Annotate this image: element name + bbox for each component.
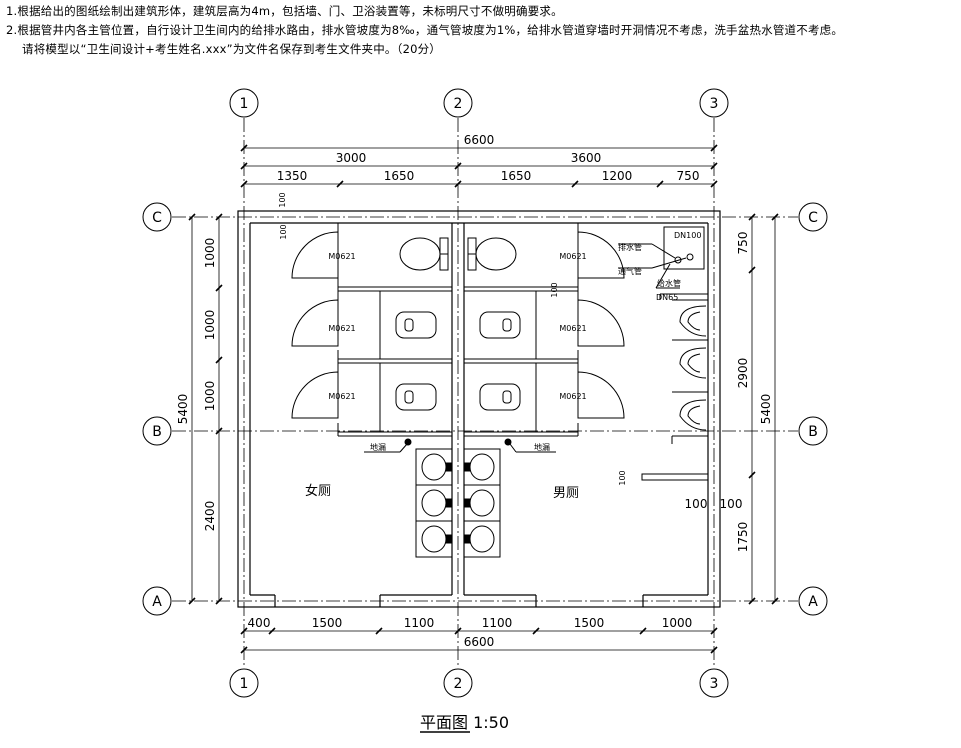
instruction-line-1: 1.根据给出的图纸绘制出建筑形体，建筑层高为4m，包括墙、门、卫浴装置等，未标明… <box>6 4 563 18</box>
floor-drain-label-left: 地漏 <box>370 442 386 452</box>
dimension-lines <box>188 144 779 654</box>
plan-labels: M0621 M0621 M0621 M0621 M0621 M0621 排水管 … <box>305 231 701 732</box>
dim-wall-screen: 100 <box>618 470 627 485</box>
dim-wall-screen-right: 100 <box>720 497 743 511</box>
instruction-line-3: 请将模型以“卫生间设计+考生姓名.xxx”为文件名保存到考生文件夹中。（20分） <box>22 42 442 56</box>
dim-top-right: 3600 <box>571 151 602 165</box>
dim-bottom-seg-1: 400 <box>248 616 271 630</box>
right-stalls <box>464 223 625 437</box>
axis-bubbles <box>142 88 828 698</box>
dim-right-seg-2: 2900 <box>736 358 750 389</box>
dim-left-total: 5400 <box>176 394 190 425</box>
dim-left-seg-3: 1000 <box>203 381 217 412</box>
floor-drain-label-right: 地漏 <box>534 442 550 452</box>
dim-top-seg-2: 1650 <box>384 169 415 183</box>
axis-label-1-top: 1 <box>240 96 249 112</box>
drain-pipe-label: 排水管 <box>618 242 642 252</box>
axis-label-3-bottom: 3 <box>710 676 719 692</box>
dimension-texts: 6600 3000 3600 1350 1650 1650 1200 750 4… <box>176 133 773 649</box>
dim-wall-top: 100 <box>278 192 287 207</box>
dim-wall-screen-left: 100 <box>685 497 708 511</box>
outer-walls <box>237 210 721 608</box>
dim-bottom-seg-6: 1000 <box>662 616 693 630</box>
door-label-right-1: M0621 <box>559 252 586 261</box>
door-label-right-2: M0621 <box>559 324 586 333</box>
vent-pipe-label: 通气管 <box>618 266 642 276</box>
door-label-left-3: M0621 <box>328 392 355 401</box>
dim-right-total: 5400 <box>759 394 773 425</box>
dim-top-seg-1: 1350 <box>277 169 308 183</box>
wash-basins <box>415 448 501 558</box>
dim-bottom-seg-3: 1100 <box>404 616 435 630</box>
axis-label-2-bottom: 2 <box>454 676 463 692</box>
dim-right-seg-1: 750 <box>736 232 750 255</box>
floor-drains <box>364 438 556 453</box>
door-label-left-2: M0621 <box>328 324 355 333</box>
dim-top-seg-4: 1200 <box>602 169 633 183</box>
axis-label-3-top: 3 <box>710 96 719 112</box>
dim-bottom-total: 6600 <box>464 635 495 649</box>
axis-label-c-right: C <box>808 210 818 226</box>
dim-bottom-seg-4: 1100 <box>482 616 513 630</box>
axis-grid-lines <box>172 118 798 668</box>
dim-top-seg-3: 1650 <box>501 169 532 183</box>
axis-label-2-top: 2 <box>454 96 463 112</box>
dim-top-left: 3000 <box>336 151 367 165</box>
dim-left-seg-2: 1000 <box>203 310 217 341</box>
door-label-left-1: M0621 <box>328 252 355 261</box>
dn65-label: DN65 <box>656 293 678 302</box>
supply-pipe-label: 给水管 <box>657 278 681 288</box>
dim-right-seg-3: 1750 <box>736 522 750 553</box>
axis-label-a-right: A <box>808 594 818 610</box>
toilets <box>395 237 521 411</box>
door-label-right-3: M0621 <box>559 392 586 401</box>
dim-left-seg-4: 2400 <box>203 501 217 532</box>
axis-labels: 1 2 3 1 2 3 C B A C B A <box>152 96 818 692</box>
dim-bottom-seg-5: 1500 <box>574 616 605 630</box>
women-room-label: 女厕 <box>305 483 331 499</box>
axis-label-1-bottom: 1 <box>240 676 249 692</box>
dim-top-seg-5: 750 <box>677 169 700 183</box>
axis-label-b-right: B <box>808 424 818 440</box>
axis-label-c-left: C <box>152 210 162 226</box>
dim-wall-stall: 100 <box>550 282 559 297</box>
instructions: 1.根据给出的图纸绘制出建筑形体，建筑层高为4m，包括墙、门、卫浴装置等，未标明… <box>6 2 843 59</box>
axis-label-b-left: B <box>152 424 162 440</box>
dim-top-total: 6600 <box>464 133 495 147</box>
axis-label-a-left: A <box>152 594 162 610</box>
urinals <box>641 293 709 481</box>
dim-bottom-seg-2: 1500 <box>312 616 343 630</box>
men-room-label: 男厕 <box>553 486 579 501</box>
dim-left-seg-1: 1000 <box>203 238 217 269</box>
dn100-label: DN100 <box>674 231 701 240</box>
dim-wall-inner: 100 <box>279 224 288 239</box>
drawing-title: 平面图 1:50 <box>420 713 509 732</box>
pipe-shaft <box>618 226 705 289</box>
left-stalls <box>291 223 452 437</box>
instruction-line-2: 2.根据管井内各主管位置，自行设计卫生间内的给排水路由，排水管坡度为8‰，通气管… <box>6 23 844 37</box>
